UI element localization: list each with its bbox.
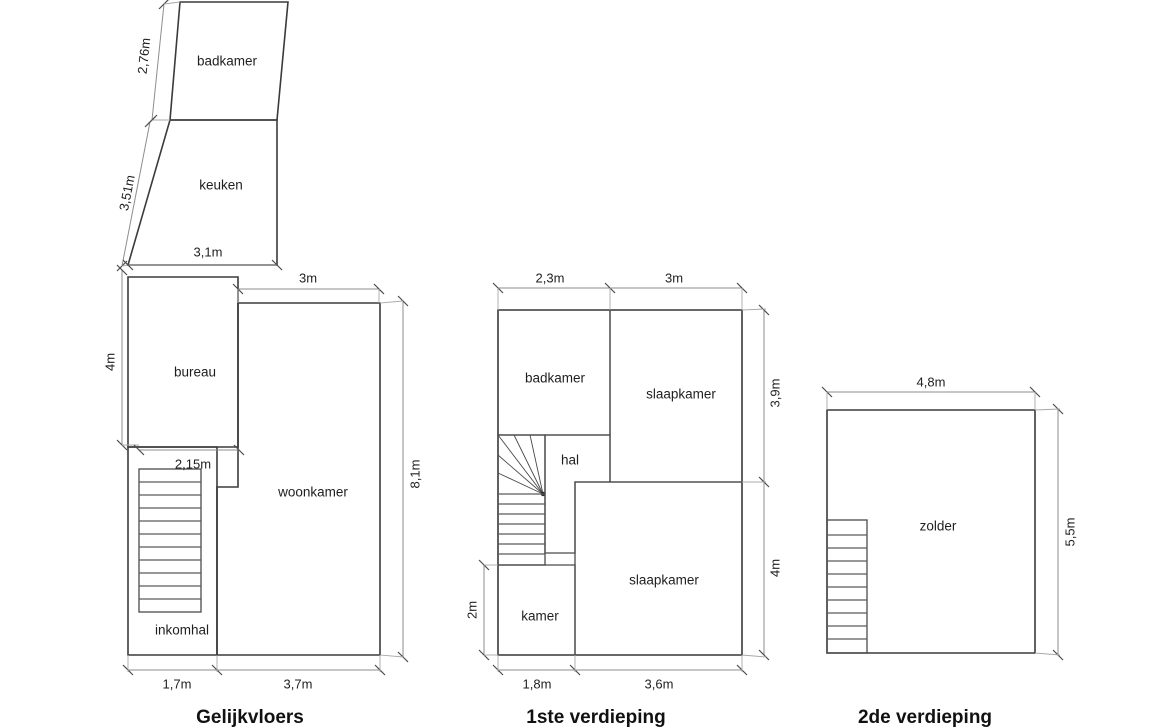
dimension-5-5m: 5,5m	[1034, 403, 1077, 661]
dimension-2-3m: 2,3m	[492, 270, 616, 310]
floor-title-gelijkvloers: Gelijkvloers	[196, 707, 304, 727]
room-label-hal-1: hal	[561, 453, 579, 468]
dimension-3m-ground: 3m	[232, 270, 385, 303]
dimension-3-9m: 3,9m	[741, 304, 782, 488]
dimension-label-5-5m: 5,5m	[1062, 518, 1077, 547]
dimension-4m-first: 4m	[741, 482, 782, 661]
dimension-1-7m: 1,7m	[122, 655, 223, 691]
dimension-label-3m-first: 3m	[665, 270, 683, 285]
room-label-kamer-1: kamer	[521, 609, 559, 624]
floor-tweede-verdieping: zolder 4,8m	[821, 374, 1077, 727]
stairs-eerste-verdieping	[497, 434, 546, 566]
dimension-label-8-1m: 8,1m	[407, 460, 422, 489]
dimension-label-4m-first: 4m	[767, 559, 782, 577]
stairs-tweede-verdieping	[826, 519, 868, 654]
dimension-label-3-6m: 3,6m	[645, 676, 674, 691]
dimension-4-8m: 4,8m	[821, 374, 1041, 410]
dimension-label-1-7m: 1,7m	[163, 676, 192, 691]
floor-eerste-verdieping: badkamer slaapkamer hal slaapkamer kamer	[464, 270, 782, 727]
room-label-woonkamer: woonkamer	[277, 485, 348, 500]
room-label-bureau: bureau	[174, 365, 216, 380]
dimension-4m-ground: 4m	[102, 264, 139, 451]
room-label-keuken: keuken	[199, 178, 243, 193]
dimension-2-15m: 2,15m	[133, 444, 245, 471]
floor-title-eerste-verdieping: 1ste verdieping	[526, 707, 665, 727]
dimension-label-3-51m: 3,51m	[116, 174, 138, 212]
dimension-3-51m: 3,51m	[116, 116, 156, 272]
dimension-label-3-1m: 3,1m	[194, 244, 223, 259]
dimension-8-1m: 8,1m	[379, 295, 422, 663]
stairs-gelijkvloers	[138, 468, 202, 613]
room-label-inkomhal: inkomhal	[155, 623, 209, 638]
dimension-3m-first: 3m	[610, 270, 748, 310]
room-label-zolder: zolder	[920, 519, 957, 534]
dimension-2-76m: 2,76m	[135, 0, 181, 126]
room-shape-woonkamer	[216, 302, 381, 656]
floor-gelijkvloers: badkamer keuken bureau woonkamer inkomha…	[102, 0, 422, 727]
room-shape-slaapkamer-2	[574, 481, 743, 656]
dimension-3-7m: 3,7m	[217, 655, 386, 691]
dimension-label-2-76m: 2,76m	[135, 37, 154, 75]
room-shape-bureau	[127, 276, 239, 448]
dimension-label-3-9m: 3,9m	[767, 379, 782, 408]
dimension-label-4m-ground: 4m	[102, 353, 117, 371]
dimension-3-1m: 3,1m	[122, 244, 283, 271]
dimension-2m: 2m	[464, 559, 498, 661]
room-label-slaapkamer-1: slaapkamer	[646, 387, 716, 402]
room-label-badkamer: badkamer	[197, 54, 258, 69]
dimension-label-3-7m: 3,7m	[284, 676, 313, 691]
dimension-label-2m: 2m	[464, 601, 479, 619]
dimension-label-1-8m: 1,8m	[523, 676, 552, 691]
dimension-label-3m-ground: 3m	[299, 270, 317, 285]
floor-title-tweede-verdieping: 2de verdieping	[858, 707, 992, 727]
dimension-label-2-15m: 2,15m	[175, 456, 211, 471]
dimension-label-2-3m: 2,3m	[536, 270, 565, 285]
room-label-slaapkamer-2: slaapkamer	[629, 573, 699, 588]
dimension-1-8m: 1,8m	[492, 655, 581, 691]
dimension-label-4-8m: 4,8m	[917, 374, 946, 389]
dimension-3-6m: 3,6m	[575, 655, 748, 691]
room-label-badkamer-1: badkamer	[525, 371, 586, 386]
